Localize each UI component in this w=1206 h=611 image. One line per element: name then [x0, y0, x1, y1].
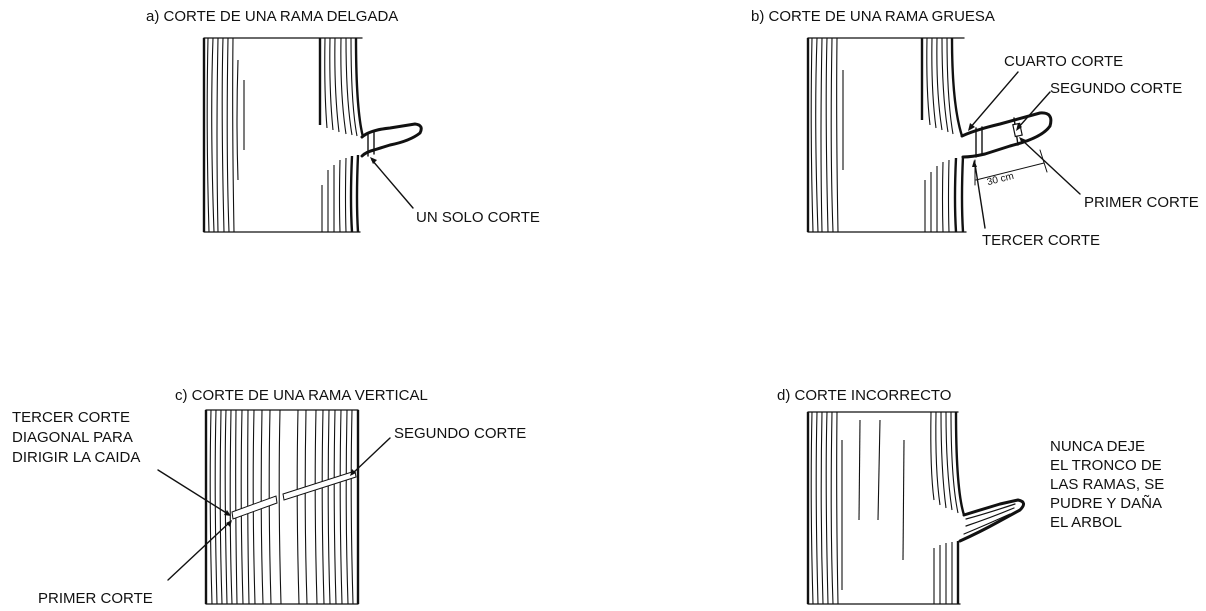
panel-c-trunk	[204, 409, 360, 605]
label-third-cut-c-3: DIRIGIR LA CAIDA	[12, 449, 140, 466]
note-line-4: PUDRE Y DAÑA	[1050, 495, 1162, 512]
panel-d-trunk	[806, 411, 966, 605]
panel-a: a) CORTE DE UNA RAMA DELGADA	[146, 8, 540, 233]
panel-b: b) CORTE DE UNA RAMA GRUESA	[751, 8, 1199, 249]
panel-c-leaders	[157, 437, 391, 581]
panel-a-branch	[360, 122, 423, 158]
label-third-cut-c-1: TERCER CORTE	[12, 409, 130, 426]
note-line-1: NUNCA DEJE	[1050, 438, 1145, 455]
label-third-cut-c-2: DIAGONAL PARA	[12, 429, 133, 446]
panel-a-trunk	[202, 37, 365, 233]
panel-c-title: c) CORTE DE UNA RAMA VERTICAL	[175, 387, 428, 404]
panel-d-note: NUNCA DEJE EL TRONCO DE LAS RAMAS, SE PU…	[1050, 438, 1164, 531]
panel-b-trunk	[806, 37, 967, 233]
panel-b-title: b) CORTE DE UNA RAMA GRUESA	[751, 8, 995, 25]
label-single-cut: UN SOLO CORTE	[416, 209, 540, 226]
note-line-3: LAS RAMAS, SE	[1050, 476, 1164, 493]
panel-b-branch	[960, 111, 1053, 159]
panel-b-dimension: 30 cm	[974, 149, 1048, 188]
panel-a-title: a) CORTE DE UNA RAMA DELGADA	[146, 8, 398, 25]
note-line-5: EL ARBOL	[1050, 514, 1122, 531]
panel-b-leaders	[968, 71, 1081, 229]
panel-c: c) CORTE DE UNA RAMA VERTICAL	[12, 387, 526, 607]
panel-a-leader	[370, 157, 414, 209]
label-fourth-cut: CUARTO CORTE	[1004, 53, 1123, 70]
panel-d-branch-stub	[958, 498, 1025, 543]
label-first-cut-b: PRIMER CORTE	[1084, 194, 1199, 211]
label-second-cut-b: SEGUNDO CORTE	[1050, 80, 1182, 97]
panel-d: d) CORTE INCORRECTO	[777, 387, 1164, 605]
note-line-2: EL TRONCO DE	[1050, 457, 1162, 474]
label-30cm: 30 cm	[986, 171, 1015, 188]
label-second-cut-c: SEGUNDO CORTE	[394, 425, 526, 442]
label-third-cut-b: TERCER CORTE	[982, 232, 1100, 249]
panel-d-title: d) CORTE INCORRECTO	[777, 387, 951, 404]
label-first-cut-c: PRIMER CORTE	[38, 590, 153, 607]
